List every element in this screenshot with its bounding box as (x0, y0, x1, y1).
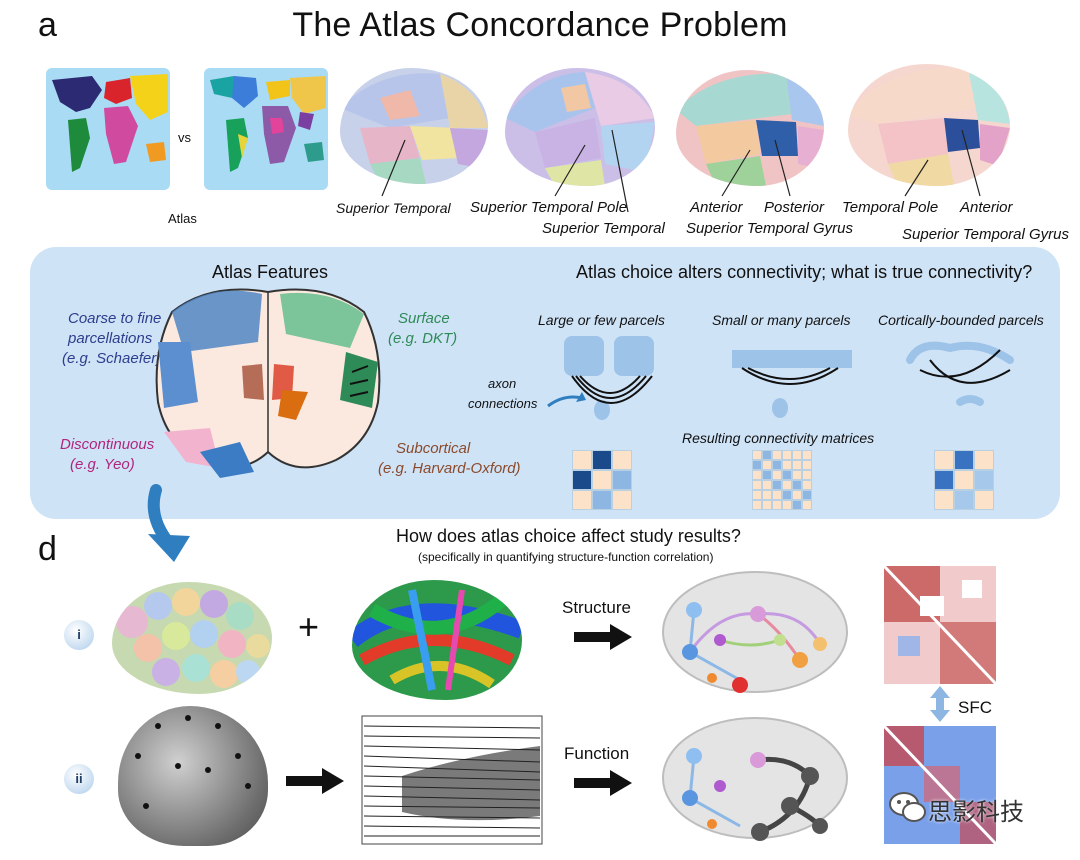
label-superior-temporal: Superior Temporal (336, 200, 451, 216)
row-ii-badge: ii (64, 764, 94, 794)
panel-letter-d: d (38, 530, 57, 568)
label-sfc: SFC (958, 698, 992, 717)
figure-title: The Atlas Concordance Problem (292, 6, 788, 44)
structure-arrow (574, 624, 632, 650)
panel-d-subtitle: (specifically in quantifying structure-f… (418, 550, 714, 564)
label-resulting-matrices: Resulting connectivity matrices (682, 430, 875, 446)
label-coarse-3: (e.g. Schaefer) (62, 350, 162, 367)
matrix-cortical-parcels (934, 450, 994, 510)
label-superior-temporal-gyrus-2: Superior Temporal Gyrus (902, 226, 1070, 243)
timeseries-plot (361, 715, 543, 845)
brain-atlas-2 (505, 68, 655, 186)
label-anterior-2: Anterior (960, 199, 1013, 216)
brain-atlas-4 (848, 64, 1010, 186)
wechat-logo-icon (889, 792, 926, 822)
world-map-countries (204, 68, 328, 190)
label-subcortical: Subcortical (396, 440, 471, 457)
coronal-brain-diagram (155, 288, 381, 478)
label-coarse-2: parcellations (68, 330, 153, 347)
label-anterior: Anterior (690, 199, 743, 216)
plus-sign: + (298, 606, 320, 647)
tractography-brain (352, 580, 522, 700)
brain-atlas-3 (676, 70, 824, 186)
structure-network-brain (662, 571, 848, 693)
label-function: Function (564, 744, 630, 763)
parcellated-brain (112, 582, 272, 694)
atlas-features-title: Atlas Features (212, 262, 329, 282)
brain-atlas-1 (340, 68, 488, 184)
b-to-d-arrow (147, 484, 190, 562)
label-connections: connections (468, 396, 538, 411)
label-surface: Surface (398, 310, 450, 327)
matrix-large-parcels (572, 450, 632, 510)
label-small-parcels: Small or many parcels (712, 312, 851, 328)
label-structure: Structure (562, 598, 631, 617)
label-superior-temporal-pole: Superior Temporal Pole (470, 199, 628, 216)
eeg-head (118, 706, 268, 846)
matrix-small-parcels (752, 450, 812, 510)
label-superior-temporal-2: Superior Temporal (542, 220, 665, 237)
label-superior-temporal-gyrus: Superior Temporal Gyrus (686, 220, 854, 237)
panel-a-leader-lines (381, 129, 981, 213)
eeg-arrow (286, 768, 344, 794)
function-arrow (574, 770, 632, 796)
vs-label: vs (178, 130, 191, 145)
axon-arrow (547, 392, 586, 408)
label-discontinuous-2: (e.g. Yeo) (70, 456, 135, 473)
panel-letter-a: a (38, 6, 57, 44)
world-map-continents (46, 68, 170, 190)
row-i-badge: i (64, 620, 94, 650)
label-axon: axon (488, 376, 517, 391)
parcel-connection-diagrams (564, 336, 1014, 420)
label-subcortical-2: (e.g. Harvard-Oxford) (378, 460, 521, 477)
label-large-parcels: Large or few parcels (538, 312, 665, 328)
label-posterior: Posterior (764, 199, 825, 216)
structure-matrix (882, 564, 998, 686)
function-network-brain (662, 717, 848, 841)
atlas-label: Atlas (168, 211, 197, 226)
watermark-text: 思影科技 (928, 799, 1024, 826)
label-cortically-bounded: Cortically-bounded parcels (878, 312, 1044, 328)
label-discontinuous: Discontinuous (60, 436, 155, 453)
sfc-double-arrow (930, 686, 950, 722)
panel-c-title: Atlas choice alters connectivity; what i… (576, 262, 1033, 282)
label-surface-2: (e.g. DKT) (388, 330, 458, 347)
panel-d-question: How does atlas choice affect study resul… (396, 526, 741, 546)
label-coarse: Coarse to fine (68, 310, 162, 327)
function-matrix (882, 724, 998, 846)
label-temporal-pole: Temporal Pole (842, 199, 939, 216)
